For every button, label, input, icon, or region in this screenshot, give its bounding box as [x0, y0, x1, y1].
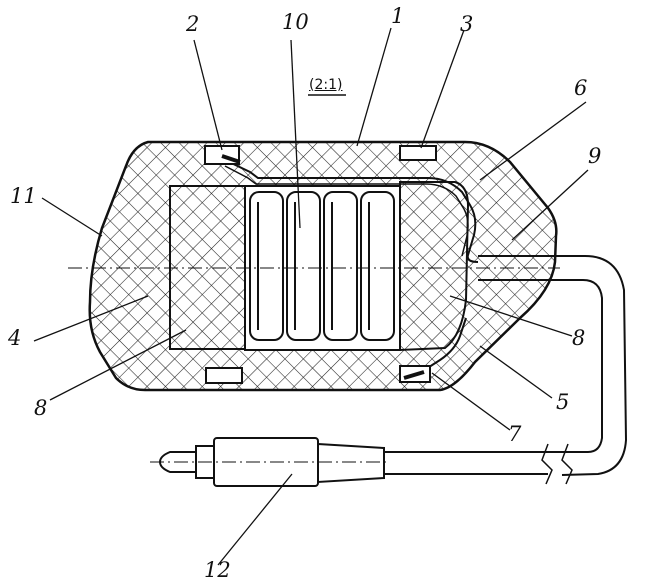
coil [361, 192, 394, 340]
label-4: 4 [8, 328, 21, 349]
coil [250, 192, 283, 340]
label-10: 10 [282, 12, 309, 33]
plug-lower-left [206, 368, 242, 383]
plug-3 [400, 146, 436, 160]
label-6: 6 [574, 78, 587, 99]
label-7: 7 [508, 424, 521, 445]
label-5: 5 [556, 392, 569, 413]
label-8-right: 8 [572, 328, 585, 349]
label-2: 2 [186, 14, 199, 35]
right-core-block [400, 182, 468, 350]
label-9: 9 [588, 146, 601, 167]
coil [287, 192, 320, 340]
label-3: 3 [460, 14, 473, 35]
scale-note: (2:1) [309, 78, 342, 92]
label-12: 12 [204, 560, 231, 581]
coil [324, 192, 357, 340]
label-8-left: 8 [34, 398, 47, 419]
label-11: 11 [10, 186, 37, 207]
label-1: 1 [391, 6, 404, 27]
